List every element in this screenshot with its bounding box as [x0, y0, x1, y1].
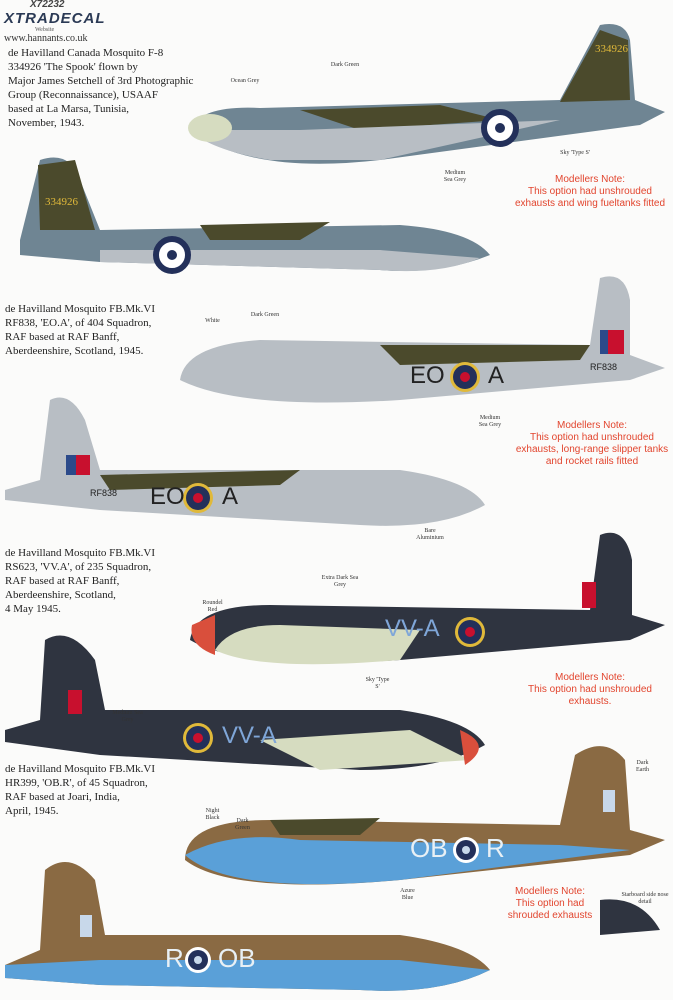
color-callout: Medium Sea Grey — [478, 415, 502, 428]
serial-2-port: RF838 — [90, 488, 118, 498]
color-callout: Bare Aluminium — [416, 528, 444, 541]
color-callout: Extra Dark Sea Grey — [321, 575, 359, 588]
color-callout: Night Black — [205, 808, 220, 821]
note-title: Modellers Note: — [554, 672, 626, 683]
aircraft-4-port-profile — [5, 862, 490, 991]
note-text: This option had shrouded exhausts — [507, 898, 593, 921]
aircraft-3-starboard-profile — [190, 532, 665, 665]
color-callout: Ocean Grey — [230, 78, 260, 84]
color-callout: Dark Green — [235, 818, 250, 831]
color-callout: Medium Sea Grey — [443, 170, 467, 183]
note-title: Modellers Note: — [556, 420, 628, 431]
option-3-description: de Havilland Mosquito FB.Mk.VI RS623, 'V… — [5, 547, 156, 615]
modellers-note-1: Modellers Note:This option had unshroude… — [510, 174, 670, 210]
website-label: Website — [35, 27, 55, 33]
squadron-code-4: OB — [410, 833, 448, 863]
aircraft-letter-4: R — [486, 833, 505, 863]
squadron-code-2: EO — [410, 362, 445, 389]
color-callout: Roundel Red — [202, 600, 223, 613]
color-callout: Dark Green — [250, 312, 280, 318]
modellers-note-2: Modellers Note:This option had unshroude… — [512, 420, 672, 468]
aircraft-2-starboard-profile — [180, 276, 665, 403]
note-title: Modellers Note: — [554, 174, 626, 185]
aircraft-3-port-profile — [5, 635, 485, 770]
serial-number-1-port: 334926 — [45, 196, 79, 208]
serial-2: RF838 — [590, 362, 618, 372]
nose-detail-illustration — [600, 899, 660, 935]
note-text: This option had unshrouded exhausts, lon… — [515, 432, 669, 467]
aircraft-letter-4-port: R — [165, 943, 184, 973]
note-text: This option had unshrouded exhausts. — [528, 684, 652, 707]
aircraft-letter-2: A — [488, 362, 505, 389]
modellers-note-3: Modellers Note:This option had unshroude… — [515, 672, 665, 708]
note-title: Modellers Note: — [514, 886, 586, 897]
squadron-code-3-port: VV-A — [222, 722, 277, 749]
color-callout: Azure Blue — [400, 888, 415, 901]
aircraft-letter-2-port: A — [222, 483, 239, 510]
squadron-code-3: VV-A — [385, 615, 440, 642]
color-callout: Sky 'Type S' — [560, 150, 590, 156]
brand-logo: XTRADECAL — [4, 10, 106, 27]
aircraft-1-port-profile: 334926 — [20, 157, 490, 274]
color-callout: Dark Earth — [636, 760, 649, 773]
color-callout: Dark Green — [330, 62, 360, 68]
option-2-description: de Havilland Mosquito FB.Mk.VI RF838, 'E… — [5, 303, 156, 357]
website-link[interactable]: www.hannants.co.uk — [4, 33, 88, 44]
option-4-description: de Havilland Mosquito FB.Mk.VI HR399, 'O… — [5, 763, 156, 817]
modellers-note-4: Modellers Note:This option had shrouded … — [495, 886, 605, 922]
note-text: This option had unshrouded exhausts and … — [514, 186, 666, 209]
detail-callout: Starboard side nose detail — [621, 892, 669, 905]
aircraft-1-starboard-profile: 334926 — [188, 24, 665, 164]
color-callout: Medium Sea Grey — [112, 710, 143, 723]
product-code: X72232 — [30, 0, 65, 10]
squadron-code-2-port: EO — [150, 483, 185, 510]
color-callout: White — [205, 318, 220, 324]
aircraft-2-port-profile — [5, 397, 485, 526]
squadron-code-4-port: OB — [218, 943, 256, 973]
option-1-description: de Havilland Canada Mosquito F-8 334926 … — [8, 47, 194, 129]
aircraft-4-starboard-profile — [185, 746, 665, 885]
serial-number-1: 334926 — [595, 43, 629, 55]
color-callout: Sky 'Type S' — [365, 677, 390, 690]
